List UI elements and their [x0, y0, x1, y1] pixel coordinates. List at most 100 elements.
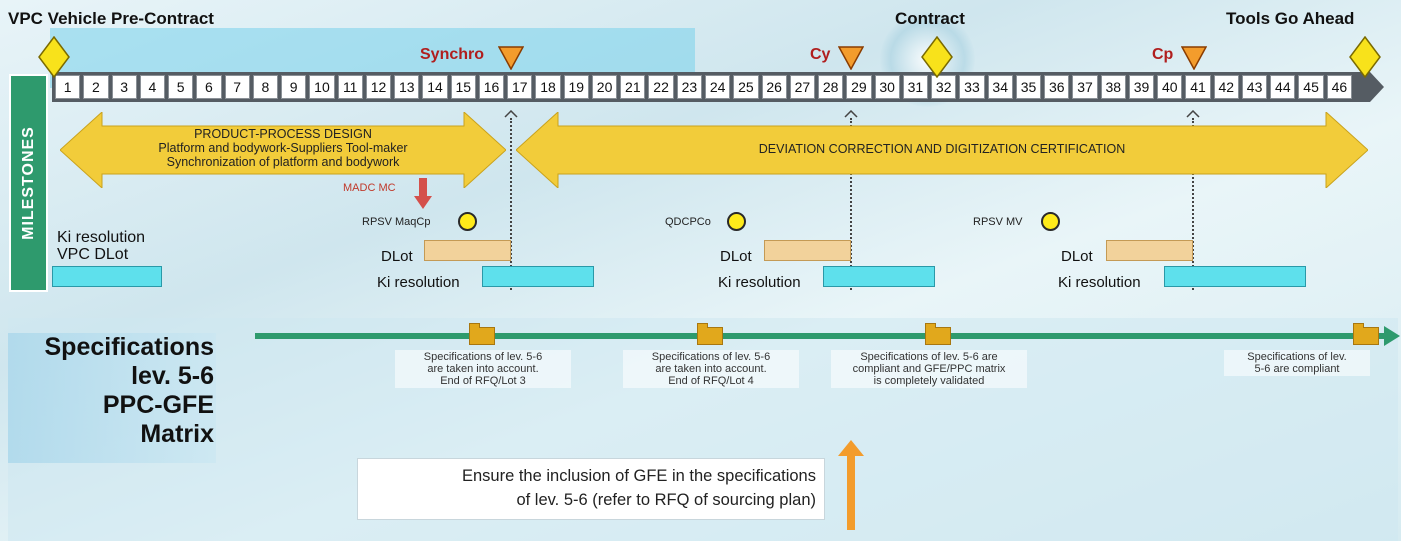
timeline-number-cell: 18	[535, 75, 561, 99]
folder-icon	[1353, 323, 1379, 345]
milestone-circle	[458, 212, 477, 231]
timeline-number-cell: 15	[450, 75, 476, 99]
spec-title-line3: PPC-GFE	[102, 391, 214, 419]
ki-label: Ki resolution	[718, 274, 801, 291]
timeline-number-cell: 2	[83, 75, 109, 99]
timeline-number-cell: 9	[281, 75, 307, 99]
timeline-number-cell: 25	[733, 75, 759, 99]
spec-note-1: Specifications of lev. 5-6 are taken int…	[395, 350, 571, 388]
arrow-right-text: DEVIATION CORRECTION AND DIGITIZATION CE…	[758, 142, 1126, 156]
timeline-number-cell: 31	[902, 75, 929, 99]
timeline-number-cell: 24	[705, 75, 731, 99]
timeline-number-cell: 16	[478, 75, 505, 99]
header-vpc: VPC Vehicle Pre-Contract	[8, 9, 214, 28]
ki-label: Ki resolution	[1058, 274, 1141, 291]
spec-note-line: Specifications of lev. 5-6	[651, 351, 771, 363]
header-tools-go-ahead: Tools Go Ahead	[1226, 9, 1355, 28]
timeline-number-cell: 44	[1270, 75, 1296, 99]
spec-note-2: Specifications of lev. 5-6 are taken int…	[623, 350, 799, 388]
milestone-cp-label: Cp	[1152, 46, 1174, 63]
arrow-left-line3: Synchronization of platform and bodywork	[166, 155, 400, 169]
milestone-circle	[1041, 212, 1060, 231]
timeline-number-cell: 17	[507, 75, 533, 99]
spec-note-line: Specifications of lev. 5-6	[423, 351, 543, 363]
timeline-number-cell: 20	[591, 75, 618, 99]
ki-bar	[823, 266, 935, 287]
spec-note-line: are taken into account.	[427, 363, 539, 375]
tag-qdcpco: QDCPCo	[665, 216, 711, 228]
spec-note-line: is completely validated	[873, 375, 985, 387]
dlot-bar	[424, 240, 511, 261]
spec-title-block: Specifications lev. 5-6 PPC-GFE Matrix	[8, 333, 216, 463]
ki-bar	[482, 266, 594, 287]
timeline-number-cell: 35	[1015, 75, 1042, 99]
timeline-number-cell: 3	[111, 75, 137, 99]
dlot-label: DLot	[381, 248, 413, 265]
timeline-number-cell: 39	[1128, 75, 1155, 99]
triangle-cp-icon	[1181, 46, 1207, 70]
timeline-number-cell: 26	[761, 75, 787, 99]
double-arrow-left	[60, 112, 506, 188]
timeline-number-cell: 45	[1298, 75, 1324, 99]
timeline-number-cell: 13	[394, 75, 420, 99]
ki-left-line2: VPC DLot	[57, 246, 129, 263]
spec-note-line: 5-6 are compliant	[1254, 363, 1340, 375]
dotted-line-cy	[850, 118, 852, 290]
dotted-line-synchro	[510, 118, 512, 290]
callout-box: Ensure the inclusion of GFE in the speci…	[357, 458, 825, 520]
ki-label: Ki resolution	[377, 274, 460, 291]
dlot-bar	[764, 240, 851, 261]
double-arrow-right	[516, 112, 1368, 188]
spec-title-line2: lev. 5-6	[131, 362, 214, 390]
ki-bar	[1164, 266, 1306, 287]
spec-note-line: End of RFQ/Lot 4	[668, 375, 754, 387]
timeline-number-cell: 1	[55, 75, 81, 99]
spec-note-line: Specifications of lev.	[1247, 351, 1347, 363]
spec-note-4: Specifications of lev. 5-6 are compliant	[1224, 350, 1370, 376]
timeline-number-cell: 46	[1326, 75, 1352, 99]
milestone-cy-label: Cy	[810, 46, 831, 63]
arrow-left-line1: PRODUCT-PROCESS DESIGN	[194, 127, 372, 141]
timeline-number-cell: 12	[365, 75, 392, 99]
diamond-marker-end	[1349, 36, 1381, 78]
timeline-number-cell: 37	[1072, 75, 1098, 99]
spec-note-line: compliant and GFE/PPC matrix	[852, 363, 1006, 375]
spec-note-line: End of RFQ/Lot 3	[440, 375, 526, 387]
timeline-number-cell: 34	[987, 75, 1013, 99]
timeline-number-cell: 36	[1044, 75, 1070, 99]
timeline-number-cell: 27	[789, 75, 816, 99]
timeline-number-cell: 14	[422, 75, 448, 99]
spec-note-line: are taken into account.	[655, 363, 767, 375]
tag-rpsv-mv: RPSV MV	[973, 216, 1023, 228]
caret-up-icon	[504, 110, 518, 118]
up-arrow-icon	[838, 440, 864, 530]
diamond-marker-start	[38, 36, 70, 78]
callout-line1: Ensure the inclusion of GFE in the speci…	[461, 467, 816, 485]
milestones-label: MILESTONES	[19, 126, 37, 240]
timeline-number-cell: 19	[563, 75, 589, 99]
spec-timeline-arrowhead	[1384, 326, 1400, 346]
timeline-number-cell: 30	[874, 75, 900, 99]
timeline-number-cell: 7	[224, 75, 250, 99]
diamond-marker-contract	[921, 36, 953, 78]
timeline-number-cell: 42	[1213, 75, 1239, 99]
triangle-synchro-icon	[498, 46, 524, 70]
dlot-label: DLot	[1061, 248, 1093, 265]
folder-icon	[697, 323, 723, 345]
arrow-left-line2: Platform and bodywork-Suppliers Tool-mak…	[158, 141, 408, 155]
timeline-number-cell: 32	[931, 75, 957, 99]
triangle-cy-icon	[838, 46, 864, 70]
tag-rpsv-maqcp: RPSV MaqCp	[362, 216, 431, 228]
folder-icon	[469, 323, 495, 345]
ki-left-line1: Ki resolution	[57, 229, 146, 246]
timeline-number-cell: 29	[846, 75, 872, 99]
timeline-number-cell: 41	[1185, 75, 1211, 99]
timeline-number-cell: 4	[139, 75, 166, 99]
timeline-number-cell: 28	[818, 75, 844, 99]
caret-up-icon	[844, 110, 858, 118]
timeline-number-cell: 40	[1157, 75, 1183, 99]
milestones-sidebar: MILESTONES	[9, 74, 48, 292]
timeline-number-cell: 43	[1241, 75, 1268, 99]
milestone-synchro-label: Synchro	[420, 46, 485, 63]
